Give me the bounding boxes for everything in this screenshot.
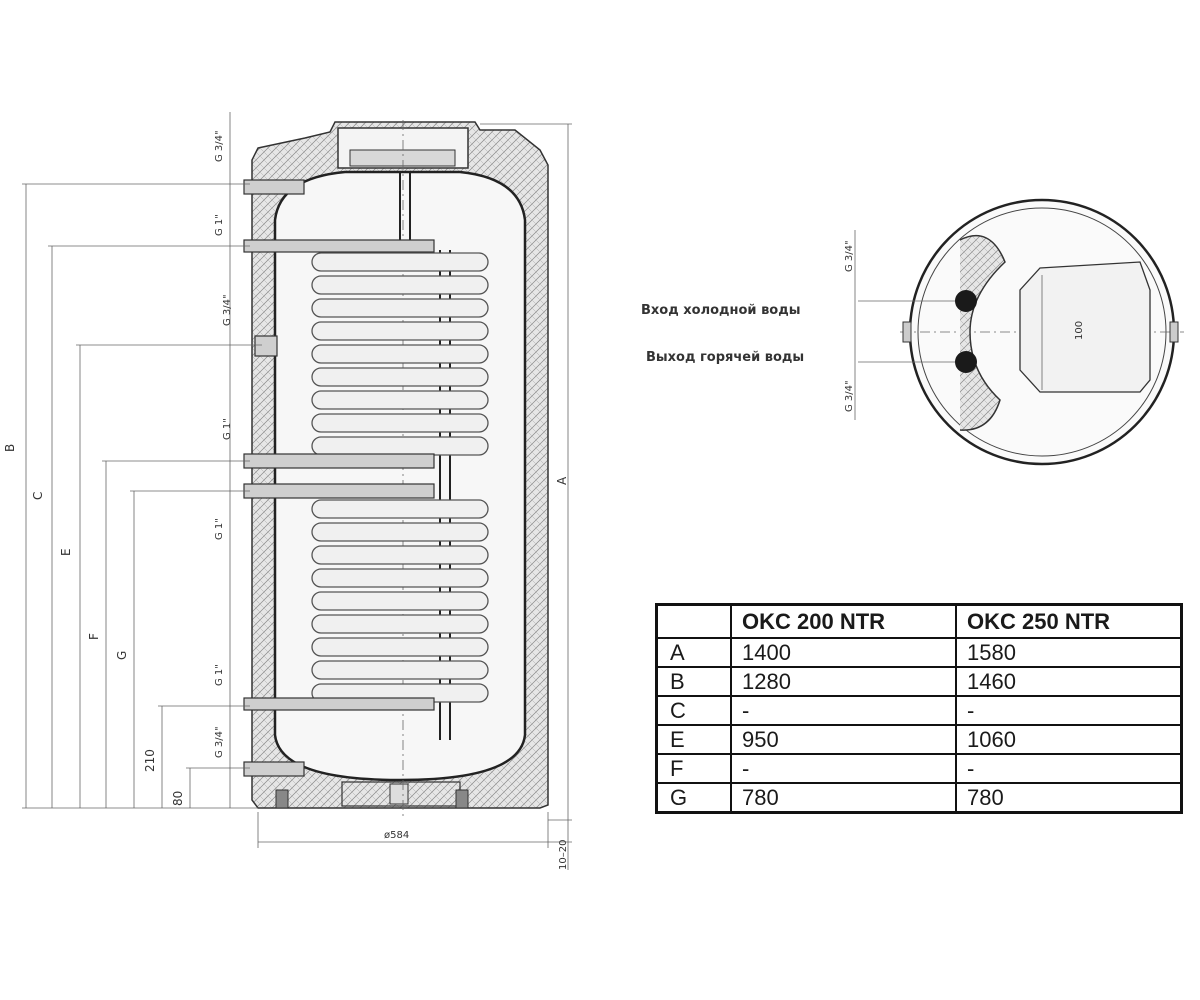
table-header-row: OKC 200 NTR OKC 250 NTR [655, 603, 1183, 639]
table-row: F - - [655, 753, 1183, 784]
table-cell-okc250: 1580 [955, 637, 1183, 668]
hot-water-label: Выход горячей воды [646, 350, 804, 365]
dim-letter-f: F [87, 633, 101, 640]
table-cell-key: F [655, 753, 732, 784]
dim-letter-e: E [59, 548, 73, 556]
foot-left [275, 789, 289, 809]
table-row: A 1400 1580 [655, 637, 1183, 668]
boiler-top-view: G 3/4" G 3/4" 100 Вход холодной воды Вых… [641, 198, 1184, 466]
upper-heat-exchanger-coil [311, 252, 489, 456]
pipe-label-6: G 1" [214, 664, 225, 686]
top-view-lug-left [902, 321, 912, 343]
pipe-label-4: G 1" [222, 418, 233, 440]
top-cover-arc [959, 235, 1006, 431]
top-pipe-label-2: G 3/4" [844, 380, 855, 412]
table-cell-okc250: 1060 [955, 724, 1183, 755]
table-cell-okc250: - [955, 753, 1183, 784]
top-pipe-label-1: G 3/4" [844, 240, 855, 272]
table-cell-okc250: 1460 [955, 666, 1183, 697]
pipe-label-5: G 1" [214, 518, 225, 540]
drain-plug [389, 783, 409, 805]
table-row: E 950 1060 [655, 724, 1183, 755]
lower-heat-exchanger-coil [311, 499, 489, 703]
table-cell-okc200: 780 [730, 782, 957, 814]
table-header-okc250: OKC 250 NTR [955, 603, 1183, 639]
right-dimension-lines [257, 123, 572, 870]
dim-letter-g: G [115, 651, 129, 660]
table-cell-key: C [655, 695, 732, 726]
table-cell-key: G [655, 782, 732, 814]
dim-80: 80 [171, 791, 185, 806]
hot-water-outlet [955, 351, 977, 373]
table-cell-okc200: - [730, 695, 957, 726]
pipe-label-2: G 1" [214, 214, 225, 236]
dim-feet: 10–20 [558, 840, 569, 870]
pipe-label-1: G 3/4" [214, 130, 225, 162]
table-cell-okc250: - [955, 695, 1183, 726]
cold-water-label: Вход холодной воды [641, 303, 800, 318]
pipe-label-7: G 3/4" [214, 726, 225, 758]
table-header-corner [655, 603, 732, 639]
dim-210: 210 [143, 749, 157, 772]
table-cell-okc200: 950 [730, 724, 957, 755]
pipe-connections [243, 179, 435, 777]
table-header-okc200: OKC 200 NTR [730, 603, 957, 639]
top-center-dim: 100 [1074, 321, 1085, 340]
pipe-label-3: G 3/4" [222, 294, 233, 326]
top-view-lug-right [1169, 321, 1179, 343]
cold-water-inlet [955, 290, 977, 312]
boiler-side-view: B C E F G A G 3/4" G 1" G 3/4" G 1" G 1"… [3, 112, 572, 870]
table-row: B 1280 1460 [655, 666, 1183, 697]
dim-letter-c: C [31, 492, 45, 500]
table-row: C - - [655, 695, 1183, 726]
table-row: G 780 780 [655, 782, 1183, 814]
table-cell-okc200: 1280 [730, 666, 957, 697]
dim-letter-b: B [3, 444, 17, 452]
flange-plate [349, 149, 456, 167]
table-cell-key: E [655, 724, 732, 755]
dim-letter-a: A [555, 476, 569, 485]
top-control-housing [1019, 261, 1151, 393]
table-cell-okc200: 1400 [730, 637, 957, 668]
left-dimension-lines [22, 112, 262, 809]
table-cell-key: A [655, 637, 732, 668]
table-cell-okc250: 780 [955, 782, 1183, 814]
dimensions-table: OKC 200 NTR OKC 250 NTR A 1400 1580 B 12… [655, 603, 1183, 814]
table-cell-key: B [655, 666, 732, 697]
foot-right [455, 789, 469, 809]
table-cell-okc200: - [730, 753, 957, 784]
dim-diameter: ø584 [384, 830, 409, 841]
